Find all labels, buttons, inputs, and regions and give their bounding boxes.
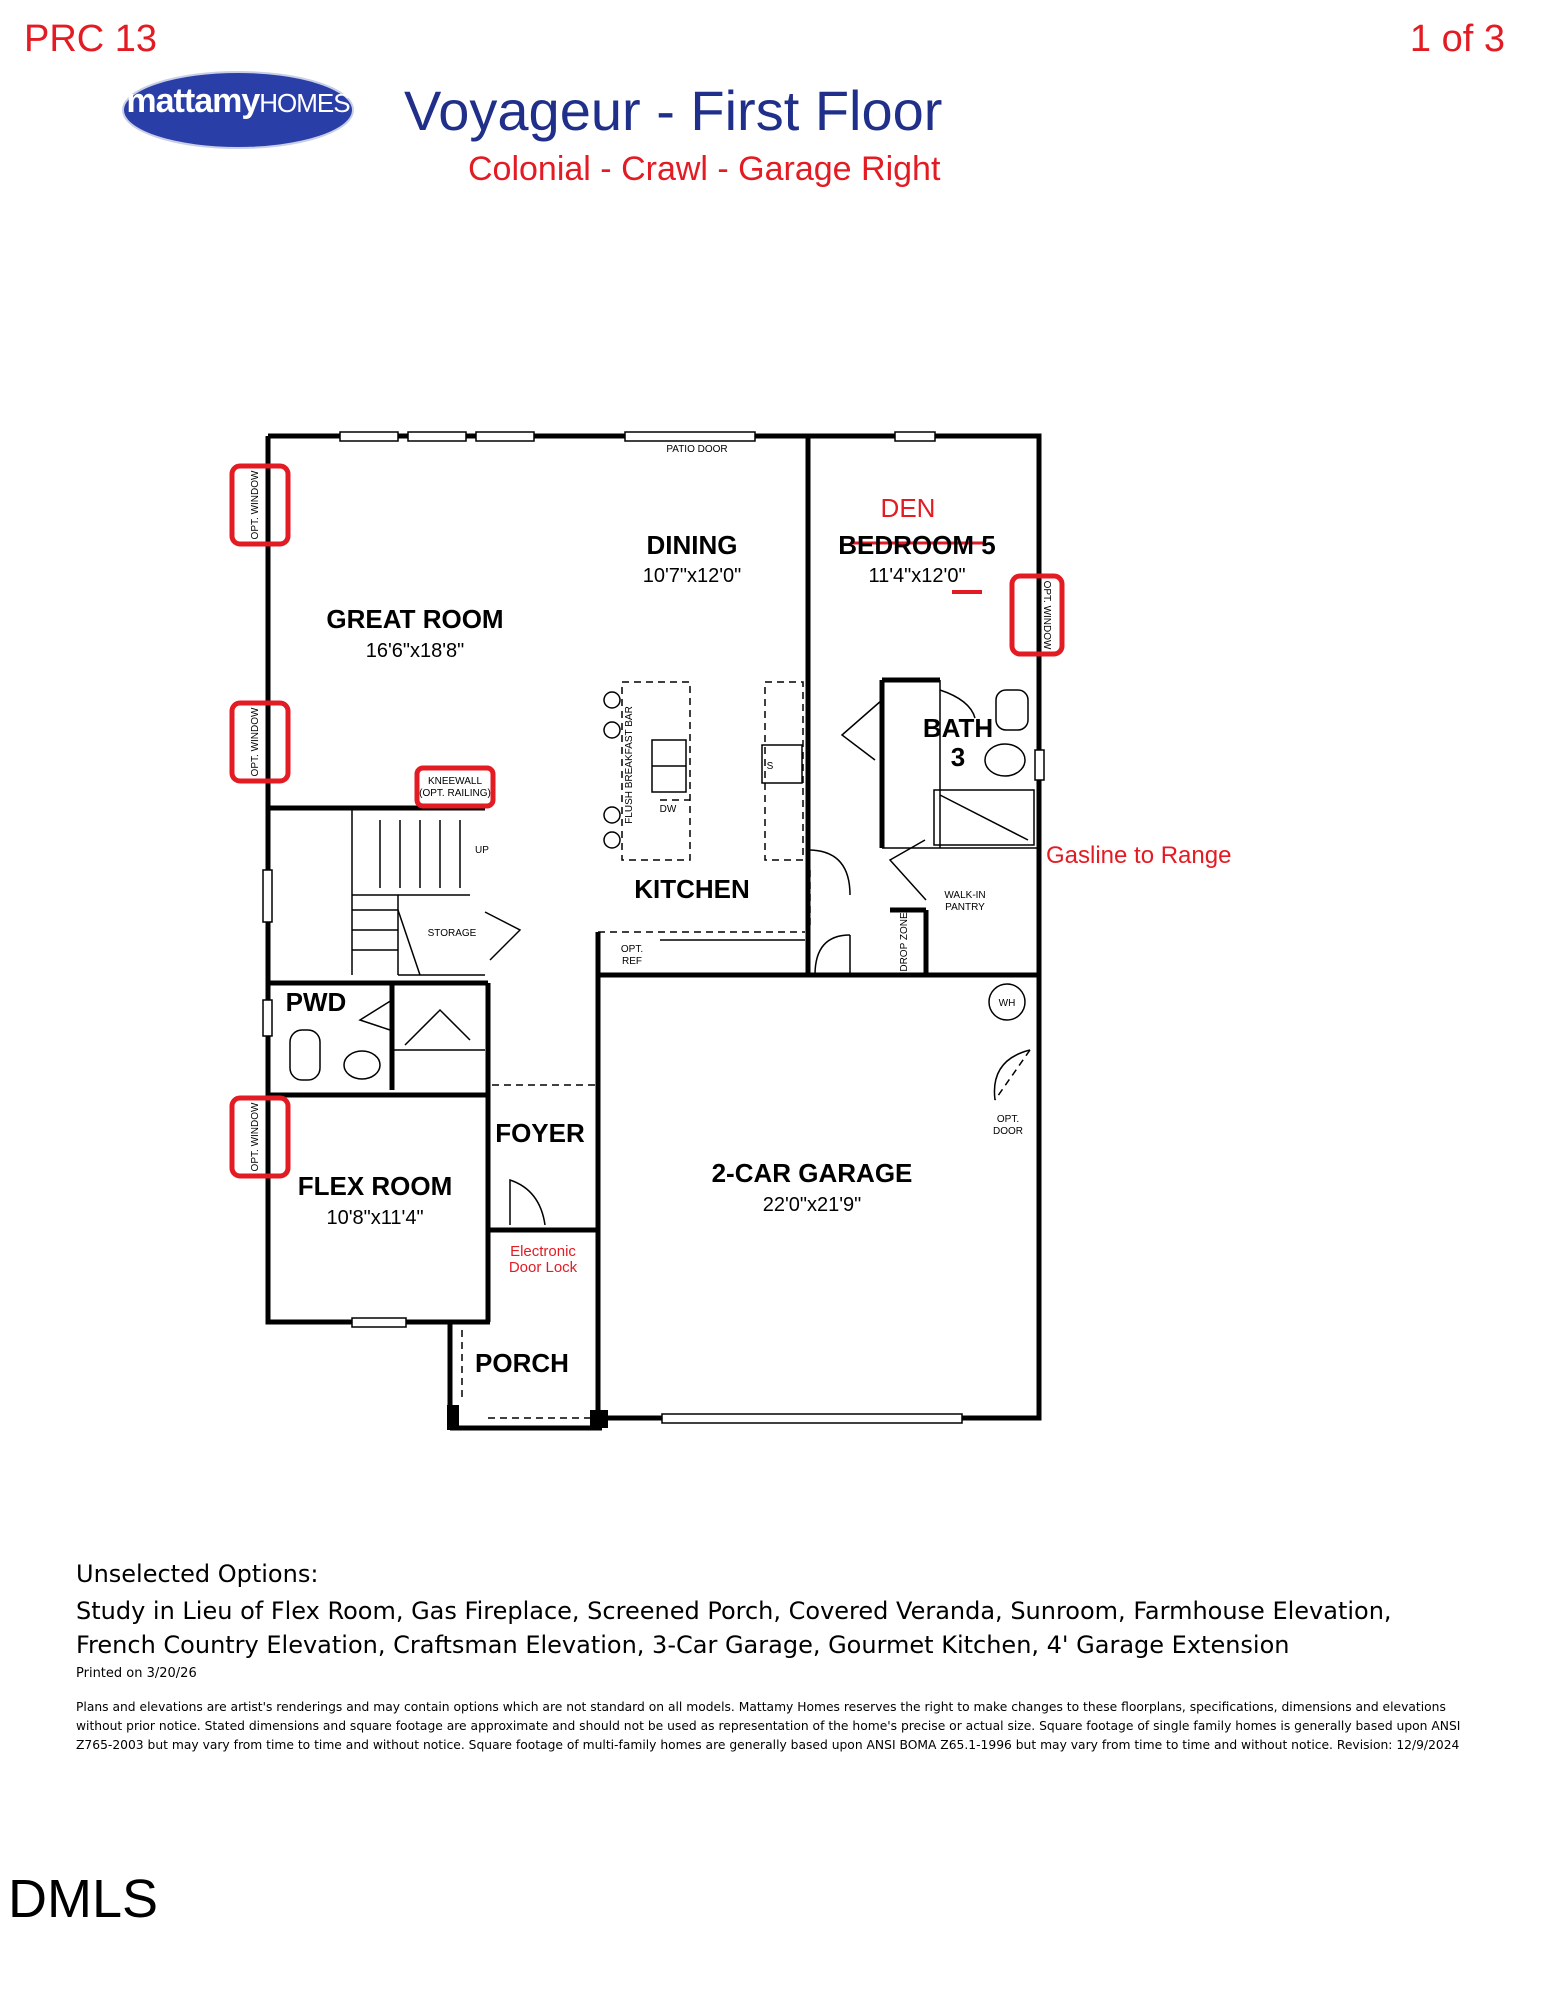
kneewall-railing-label: (OPT. RAILING) bbox=[419, 788, 491, 799]
drop-zone-label: DROP ZONE bbox=[899, 912, 910, 972]
bath-fixtures bbox=[840, 689, 1035, 846]
unselected-options-label: Unselected Options: bbox=[76, 1560, 319, 1588]
doors bbox=[492, 839, 1031, 1226]
dishwasher-label: DW bbox=[660, 804, 677, 815]
bedroom-5-label: BEDROOM 5 bbox=[838, 530, 995, 560]
mattamy-logo bbox=[122, 71, 354, 149]
kitchen-fixtures bbox=[598, 681, 811, 941]
dining-dims: 10'7"x12'0" bbox=[643, 565, 742, 587]
plan-code: PRC 13 bbox=[24, 18, 158, 60]
flex-room-dims: 10'8"x11'4" bbox=[326, 1207, 423, 1229]
opt-window-highlights bbox=[229, 463, 1065, 1179]
stairs-up-label: UP bbox=[475, 845, 489, 856]
garage-label: 2-CAR GARAGE bbox=[712, 1158, 913, 1188]
powder-room-fixtures bbox=[289, 999, 485, 1081]
page-number: 1 of 3 bbox=[1409, 18, 1505, 60]
kitchen-label: KITCHEN bbox=[634, 874, 750, 904]
pwd-label: PWD bbox=[286, 987, 347, 1017]
lock-note-2: Door Lock bbox=[509, 1259, 578, 1276]
opt-window-label-4: OPT. WINDOW bbox=[1041, 581, 1052, 650]
kneewall-label: KNEEWALL bbox=[428, 776, 483, 787]
printed-date: Printed on 3/20/26 bbox=[76, 1666, 197, 1681]
gasline-note: Gasline to Range bbox=[1046, 842, 1231, 869]
flex-room-label: FLEX ROOM bbox=[298, 1171, 453, 1201]
patio-door-label: PATIO DOOR bbox=[666, 444, 727, 455]
dining-label: DINING bbox=[647, 530, 738, 560]
plan-title: Voyageur - First Floor bbox=[404, 79, 943, 142]
storage-label: STORAGE bbox=[428, 928, 477, 939]
great-room-label: GREAT ROOM bbox=[326, 604, 503, 634]
opt-window-label-3: OPT. WINDOW bbox=[250, 1102, 261, 1171]
bath-number: 3 bbox=[951, 742, 965, 772]
bath-label: BATH bbox=[923, 713, 993, 743]
logo-wordmark: mattamyHOMES bbox=[122, 82, 354, 121]
opt-window-label-1: OPT. WINDOW bbox=[250, 470, 261, 539]
logo-sub: HOMES bbox=[259, 88, 350, 118]
opt-door-label: OPT. bbox=[997, 1114, 1019, 1125]
den-label: DEN bbox=[881, 493, 936, 523]
lock-note: Electronic bbox=[510, 1243, 576, 1260]
opt-window-label-2: OPT. WINDOW bbox=[250, 707, 261, 776]
opt-ref-label: OPT. bbox=[621, 944, 643, 955]
water-heater-icon bbox=[988, 983, 1026, 1021]
porch-label: PORCH bbox=[475, 1348, 569, 1378]
water-heater-label: WH bbox=[999, 998, 1016, 1009]
porch-outline bbox=[449, 1330, 590, 1429]
pantry-label: PANTRY bbox=[945, 902, 985, 913]
logo-main: mattamy bbox=[126, 82, 260, 120]
garage-dims: 22'0"x21'9" bbox=[763, 1194, 862, 1216]
disclaimer: Plans and elevations are artist's render… bbox=[76, 1700, 1461, 1752]
opt-ref-label-2: REF bbox=[622, 956, 642, 967]
foyer-label: FOYER bbox=[495, 1118, 585, 1148]
great-room-dims: 16'6"x18'8" bbox=[366, 640, 465, 662]
breakfast-bar-label: FLUSH BREAKFAST BAR bbox=[624, 706, 635, 824]
dmls-footer: DMLS bbox=[8, 1869, 159, 1929]
windows bbox=[262, 431, 1045, 1424]
bedroom-5-dims: 11'4"x12'0" bbox=[868, 565, 965, 587]
staircase bbox=[351, 808, 522, 976]
walkin-label: WALK-IN bbox=[944, 890, 985, 901]
plan-subtitle: Colonial - Crawl - Garage Right bbox=[468, 150, 941, 188]
unselected-options-list: Study in Lieu of Flex Room, Gas Fireplac… bbox=[76, 1597, 1392, 1659]
opt-door-label-2: DOOR bbox=[993, 1126, 1023, 1137]
sink-label: S bbox=[767, 761, 774, 772]
